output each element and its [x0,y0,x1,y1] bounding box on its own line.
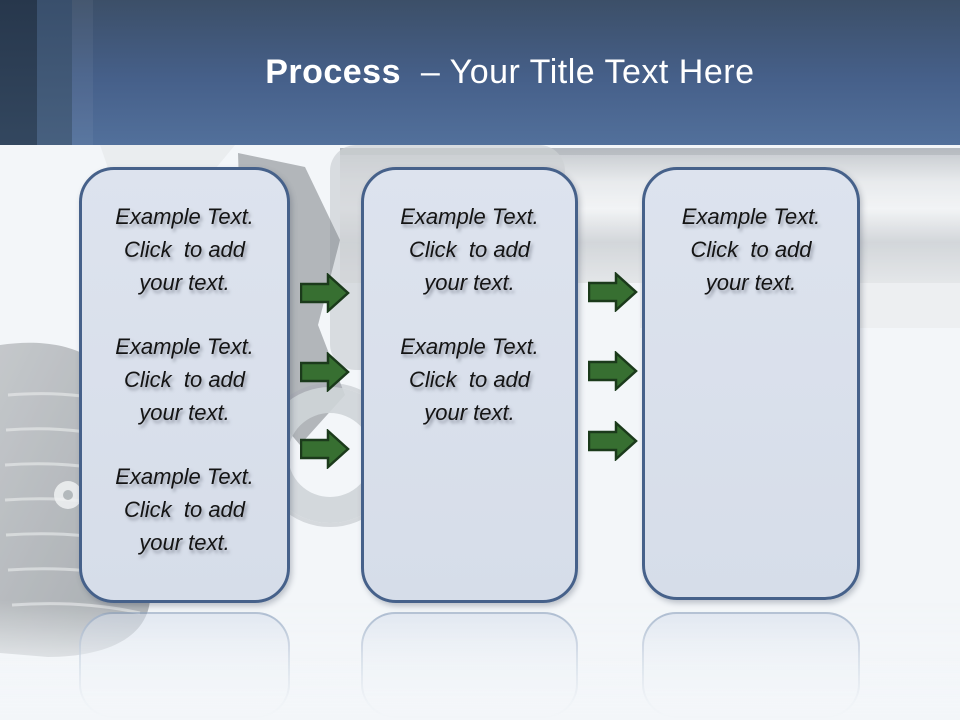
right-arrow-icon [300,429,350,469]
right-arrow-icon [588,272,638,312]
right-arrow-icon [588,421,638,461]
right-arrow-icon [300,352,350,392]
reflection-fade [0,600,960,720]
slide-title[interactable]: Process – Your Title Text Here [206,14,755,131]
placeholder-text: Example Text. Click to add your text. [115,464,254,555]
placeholder-text: Example Text. Click to add your text. [400,204,539,295]
process-step-box-3[interactable]: Example Text. Click to add your text. [642,167,860,600]
process-step-box-1[interactable]: Example Text. Click to add your text. Ex… [79,167,290,603]
header-stripe-dark [0,0,37,145]
placeholder-text: Example Text. Click to add your text. [400,334,539,425]
header-stripe-mid [37,0,72,145]
placeholder-text: Example Text. Click to add your text. [681,204,821,295]
header-stripe-light [72,0,93,145]
title-placeholder: Your Title Text Here [449,53,755,91]
header-bar: Process – Your Title Text Here [0,0,960,145]
process-step-box-2[interactable]: Example Text. Click to add your text. Ex… [361,167,578,603]
right-arrow-icon [588,351,638,391]
right-arrow-icon [300,273,350,313]
title-separator: – [401,53,450,91]
placeholder-text: Example Text. Click to add your text. [115,334,254,425]
title-keyword: Process [265,53,402,91]
placeholder-text: Example Text. Click to add your text. [115,204,254,295]
